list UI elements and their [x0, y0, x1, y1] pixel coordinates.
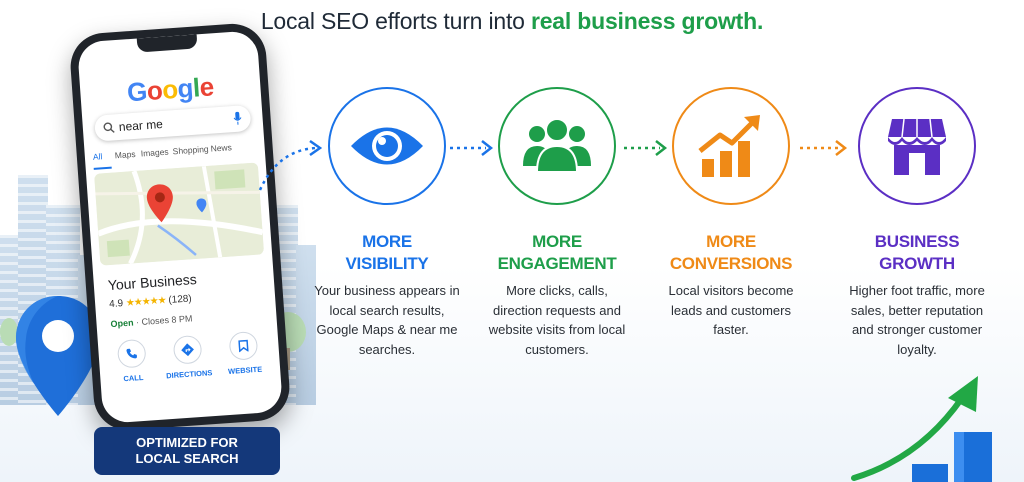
conversions-title: MORE CONVERSIONS: [656, 231, 806, 275]
people-icon: [523, 118, 591, 173]
headline: Local SEO efforts turn into real busines…: [0, 8, 1024, 35]
arrow-visibility-to-engagement: [450, 140, 494, 156]
conversions-description: Local visitors become leads and customer…: [668, 283, 794, 337]
headline-accent: real business growth.: [530, 8, 764, 34]
rating-value: 4.9: [108, 298, 124, 311]
website-label: WEBSITE: [227, 364, 263, 376]
call-label: CALL: [123, 372, 144, 384]
visibility-title-line1: MORE: [362, 232, 412, 251]
closing-time: · Closes 8 PM: [133, 313, 193, 328]
headline-prefix: Local SEO efforts turn into: [260, 8, 531, 34]
call-button[interactable]: CALL: [106, 338, 159, 384]
search-query: near me: [118, 116, 164, 135]
engagement-description: More clicks, calls, direction requests a…: [488, 283, 626, 357]
visibility-title-line2: VISIBILITY: [345, 254, 429, 273]
growth-chart-icon: [698, 115, 760, 177]
tab-all[interactable]: All: [92, 151, 103, 162]
open-status: Open: [110, 317, 134, 330]
engagement-title-line2: ENGAGEMENT: [497, 254, 617, 273]
arrow-conversions-to-growth: [800, 140, 848, 156]
directions-icon: [181, 343, 194, 357]
optimized-badge: OPTIMIZED FOR LOCAL SEARCH: [94, 427, 280, 475]
business-card[interactable]: Your Business 4.9 ★★★★★ (128) Open · Clo…: [101, 260, 265, 383]
website-button[interactable]: WEBSITE: [218, 330, 271, 376]
phone-screen: Google near me All Maps Images Shopping: [76, 30, 284, 424]
growth-title-line1: BUSINESS: [874, 232, 960, 251]
smartphone: Google near me All Maps Images Shopping: [68, 21, 292, 433]
microphone-icon[interactable]: [233, 111, 242, 126]
phone-notch: [136, 34, 198, 53]
conversions-title-line2: CONVERSIONS: [669, 254, 793, 273]
bookmark-icon: [238, 339, 249, 353]
tab-images[interactable]: Images: [140, 146, 169, 159]
visibility-circle: [328, 87, 446, 205]
growth-title-line2: GROWTH: [879, 254, 955, 273]
review-count: (128): [168, 293, 193, 306]
conversions-title-line1: MORE: [706, 232, 756, 251]
business-name: Your Business: [107, 270, 198, 294]
business-rating: 4.9 ★★★★★ (128): [109, 293, 192, 310]
active-tab-indicator: [93, 166, 112, 170]
badge-text: OPTIMIZED FOR LOCAL SEARCH: [135, 435, 239, 466]
tab-maps[interactable]: Maps: [114, 148, 136, 161]
location-pin-icon: [16, 296, 100, 416]
engagement-circle: [498, 87, 616, 205]
directions-label: DIRECTIONS: [165, 368, 213, 381]
eye-icon: [351, 127, 423, 165]
engagement-title-line1: MORE: [532, 232, 582, 251]
conversions-circle: [672, 87, 790, 205]
map-roads: [94, 162, 265, 266]
map-preview[interactable]: [94, 162, 265, 266]
tab-shopping[interactable]: Shopping: [172, 143, 209, 157]
phone-icon: [126, 348, 137, 359]
arrow-engagement-to-conversions: [624, 140, 668, 156]
engagement-title: MORE ENGAGEMENT: [482, 231, 632, 275]
rating-stars: ★★★★★: [125, 295, 167, 309]
directions-button[interactable]: DIRECTIONS: [162, 334, 215, 380]
growth-description: Higher foot traffic, more sales, better …: [849, 283, 985, 357]
visibility-title: MORE VISIBILITY: [312, 231, 462, 275]
visibility-description: Your business appears in local search re…: [314, 283, 460, 357]
growth-circle: [858, 87, 976, 205]
growth-title: BUSINESS GROWTH: [842, 231, 992, 275]
tab-news[interactable]: News: [210, 142, 233, 154]
business-hours: Open · Closes 8 PM: [110, 313, 193, 329]
growth-bars-arrow-icon: [851, 376, 992, 482]
map-pin-icon: [146, 184, 173, 223]
storefront-icon: [888, 118, 946, 175]
search-bar[interactable]: near me: [94, 104, 252, 142]
search-icon: [103, 122, 115, 133]
arrow-phone-to-visibility: [258, 139, 322, 191]
small-map-pin-icon: [196, 198, 207, 213]
